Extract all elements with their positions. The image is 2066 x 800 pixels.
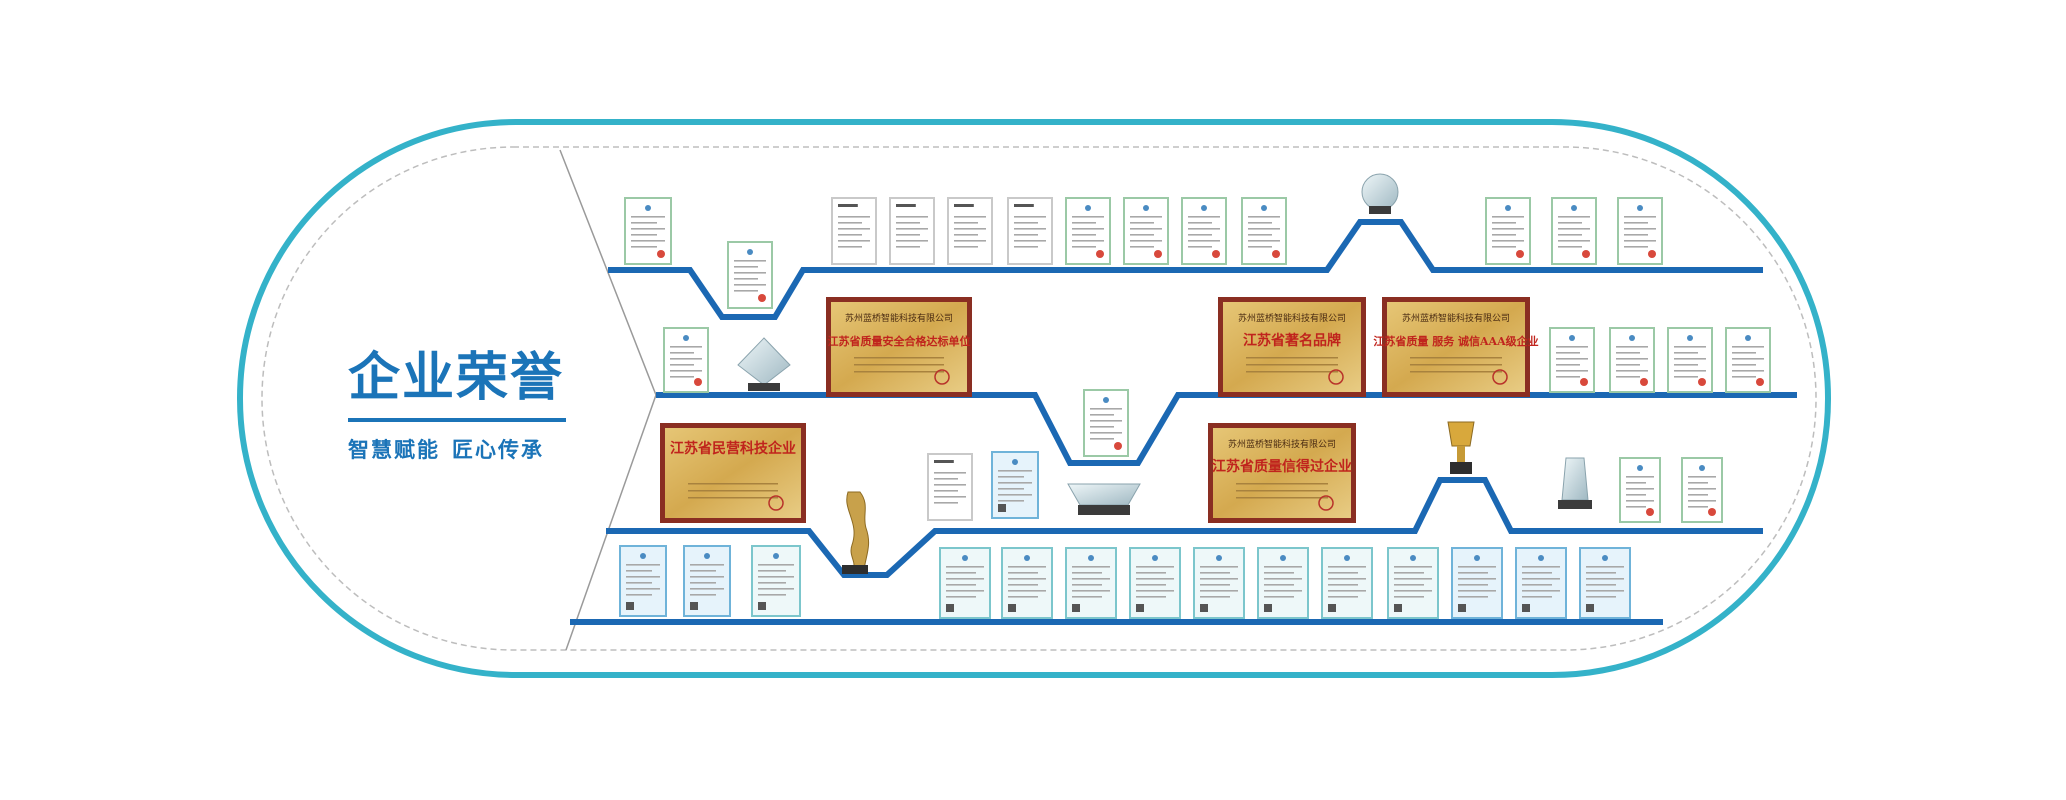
certificate bbox=[1083, 389, 1129, 457]
certificate bbox=[927, 453, 973, 521]
certificate bbox=[1181, 197, 1227, 265]
page-subtitle: 智慧赋能匠心传承 bbox=[348, 434, 578, 464]
certificate bbox=[1321, 547, 1373, 619]
certificate bbox=[1065, 547, 1117, 619]
plaques: 苏州蓝桥智能科技有限公司江苏省质量安全合格达标单位苏州蓝桥智能科技有限公司江苏省… bbox=[660, 297, 1539, 523]
award-plaque: 江苏省民营科技企业 bbox=[660, 423, 806, 523]
certificate bbox=[947, 197, 993, 265]
plaque-company: 苏州蓝桥智能科技有限公司 bbox=[1228, 438, 1336, 450]
trophies bbox=[737, 173, 1592, 574]
certificate bbox=[889, 197, 935, 265]
certificate bbox=[1451, 547, 1503, 619]
certificate bbox=[1681, 457, 1723, 523]
certificate bbox=[939, 547, 991, 619]
certificate bbox=[1241, 197, 1287, 265]
plaque-honor: 江苏省著名品牌 bbox=[1243, 332, 1341, 349]
gold-cup-trophy bbox=[1447, 421, 1475, 474]
certificate bbox=[1549, 327, 1595, 393]
certificate bbox=[991, 451, 1039, 519]
plaque-honor: 江苏省民营科技企业 bbox=[670, 440, 796, 457]
gold-statue-trophy bbox=[842, 491, 870, 574]
certificate bbox=[1485, 197, 1531, 265]
certificate bbox=[619, 545, 667, 617]
crystal-diamond-trophy bbox=[737, 337, 791, 391]
outer-frame bbox=[237, 119, 1831, 678]
certificate bbox=[1001, 547, 1053, 619]
certificate bbox=[663, 327, 709, 393]
plaque-honor: 江苏省质量信得过企业 bbox=[1212, 458, 1352, 475]
subtitle-part-2: 匠心传承 bbox=[452, 438, 544, 462]
certificate bbox=[751, 545, 801, 617]
crystal-ball-trophy bbox=[1361, 173, 1399, 214]
shelf-3 bbox=[606, 477, 1763, 578]
certificate bbox=[1387, 547, 1439, 619]
certificate bbox=[1579, 547, 1631, 619]
title-underline bbox=[348, 418, 566, 422]
certificates bbox=[619, 197, 1771, 619]
certificate bbox=[1257, 547, 1309, 619]
inner-frame bbox=[261, 146, 1817, 651]
subtitle-part-1: 智慧赋能 bbox=[348, 438, 440, 462]
page-title: 企业荣誉 bbox=[348, 348, 565, 408]
crystal-arc-trophy bbox=[1067, 483, 1141, 515]
certificate bbox=[727, 241, 773, 309]
certificate bbox=[1617, 197, 1663, 265]
certificate bbox=[1123, 197, 1169, 265]
certificate bbox=[1065, 197, 1111, 265]
plaque-honor: 江苏省质量安全合格达标单位 bbox=[828, 334, 971, 348]
certificate bbox=[624, 197, 672, 265]
crystal-tower-trophy bbox=[1558, 457, 1592, 509]
plaque-honor: 江苏省质量 服务 诚信AAA级企业 bbox=[1373, 334, 1538, 348]
certificate bbox=[1619, 457, 1661, 523]
certificate bbox=[683, 545, 731, 617]
certificate bbox=[1007, 197, 1053, 265]
plaque-company: 苏州蓝桥智能科技有限公司 bbox=[1402, 312, 1510, 324]
certificate bbox=[1725, 327, 1771, 393]
certificate bbox=[1551, 197, 1597, 265]
certificate bbox=[1667, 327, 1713, 393]
shelf-1 bbox=[608, 219, 1763, 320]
certificate bbox=[1515, 547, 1567, 619]
certificate bbox=[1609, 327, 1655, 393]
certificate bbox=[1129, 547, 1181, 619]
title-block: 企业荣誉 智慧赋能匠心传承 bbox=[348, 348, 578, 464]
plaque-company: 苏州蓝桥智能科技有限公司 bbox=[1238, 312, 1346, 324]
certificate bbox=[1193, 547, 1245, 619]
certificate bbox=[831, 197, 877, 265]
plaque-company: 苏州蓝桥智能科技有限公司 bbox=[845, 312, 953, 324]
